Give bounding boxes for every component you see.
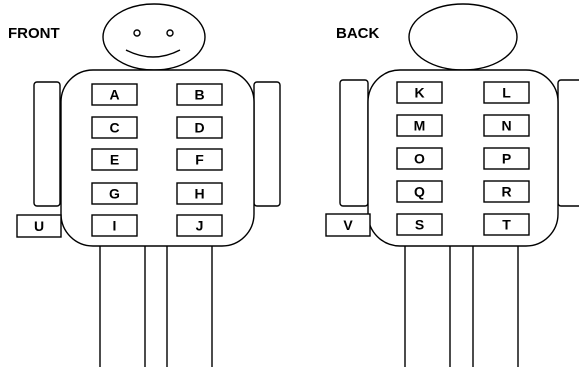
back-cell: R (483, 180, 530, 203)
front-cell-label: D (194, 120, 204, 136)
front-cell-label: C (109, 120, 119, 136)
back-cell: N (483, 114, 530, 137)
back-cell: O (396, 147, 443, 170)
back-cell-label: S (415, 217, 424, 233)
front-cell: D (176, 116, 223, 139)
front-cell-label: H (194, 186, 204, 202)
front-cell: B (176, 83, 223, 106)
back-side-cell: V (325, 213, 371, 237)
back-cell: M (396, 114, 443, 137)
front-figure: FRONT A B C D E (8, 3, 281, 367)
back-right-arm (557, 79, 579, 207)
back-cell-label: M (414, 118, 426, 134)
front-cell: F (176, 148, 223, 171)
front-head (102, 3, 206, 71)
front-left-arm (33, 81, 61, 207)
front-cell-label: A (109, 87, 119, 103)
front-cell: I (91, 214, 138, 237)
front-cell: A (91, 83, 138, 106)
front-cell: H (176, 182, 223, 205)
back-cell: K (396, 81, 443, 104)
back-cell-label: T (502, 217, 511, 233)
front-cell-label: G (109, 186, 120, 202)
front-smile (125, 49, 181, 58)
back-cell-label: Q (414, 184, 425, 200)
back-left-arm (339, 79, 369, 207)
back-head (408, 3, 518, 71)
back-right-leg (472, 241, 519, 367)
front-title: FRONT (8, 25, 60, 42)
back-left-leg (404, 241, 451, 367)
front-torso (60, 69, 255, 247)
front-cell-label: F (195, 152, 204, 168)
front-cell-label: E (110, 152, 119, 168)
front-side-cell: U (16, 214, 62, 238)
front-right-eye (166, 29, 174, 37)
back-cell: S (396, 213, 443, 236)
back-cell-label: L (502, 85, 511, 101)
back-figure: BACK K L M N O (325, 3, 579, 367)
back-cell: L (483, 81, 530, 104)
front-cell: C (91, 116, 138, 139)
back-cell-label: P (502, 151, 511, 167)
back-cell-label: N (501, 118, 511, 134)
back-cell-label: O (414, 151, 425, 167)
front-cell: E (91, 148, 138, 171)
back-cell: T (483, 213, 530, 236)
back-cell-label: K (414, 85, 424, 101)
front-cell-label: I (113, 218, 117, 234)
front-cell: G (91, 182, 138, 205)
back-cell-label: R (501, 184, 511, 200)
front-right-leg (166, 241, 213, 367)
back-side-label: V (343, 217, 353, 233)
back-title: BACK (336, 25, 379, 42)
back-cell: Q (396, 180, 443, 203)
front-left-leg (99, 241, 146, 367)
front-left-eye (133, 29, 141, 37)
front-cell-label: J (196, 218, 204, 234)
front-cell-label: B (194, 87, 204, 103)
front-cell: J (176, 214, 223, 237)
front-side-label: U (34, 218, 44, 234)
back-cell: P (483, 147, 530, 170)
front-right-arm (253, 81, 281, 207)
